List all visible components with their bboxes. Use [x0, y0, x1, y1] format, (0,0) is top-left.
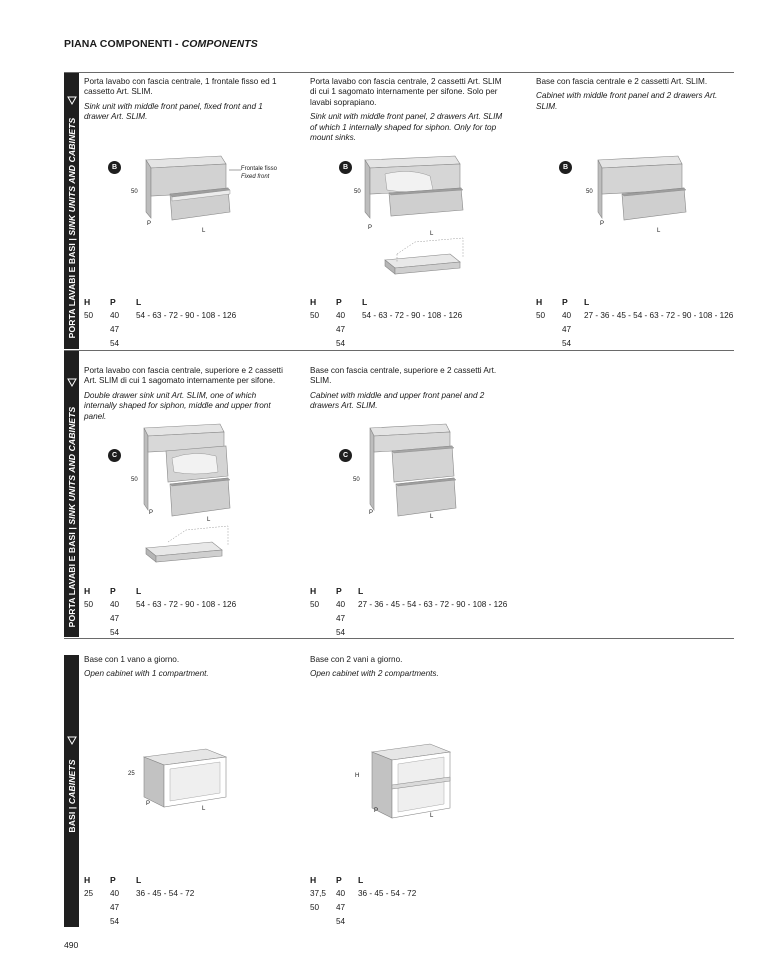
product-description: Base con 1 vano a giorno. Open cabinet w…	[84, 655, 284, 680]
description-en: Open cabinet with 2 compartments.	[310, 669, 439, 679]
description-it: Porta lavabo con fascia centrale, 1 fron…	[84, 77, 277, 97]
open-cabinet-drawing	[142, 748, 228, 808]
page-number: 490	[64, 940, 79, 950]
dim-label-p: P	[369, 510, 374, 516]
section-divider-top	[64, 72, 734, 73]
dim-label-h: 25	[128, 771, 135, 777]
dim-label-l: L	[430, 813, 434, 819]
triangle-right-outline-icon	[67, 736, 77, 746]
variant-badge: C	[108, 449, 121, 462]
section-divider	[64, 350, 734, 351]
dim-label-h: 50	[131, 477, 138, 483]
dim-label-h: 50	[353, 477, 360, 483]
sidebar-label: PORTA LAVABI E BASI | SINK UNITS AND CAB…	[66, 406, 77, 628]
section-sidebar-sink-units-1: PORTA LAVABI E BASI | SINK UNITS AND CAB…	[64, 73, 79, 349]
dim-label-h: 50	[586, 189, 593, 195]
dim-label-l: L	[657, 228, 661, 234]
description-it: Base con 2 vani a giorno.	[310, 655, 403, 664]
product-description: Base con 2 vani a giorno. Open cabinet w…	[310, 655, 510, 680]
section-sidebar-cabinets: BASI | CABINETS	[64, 655, 79, 927]
dim-label-h: 50	[131, 189, 138, 195]
section-divider	[64, 638, 734, 639]
description-it: Porta lavabo con fascia centrale, superi…	[84, 366, 283, 386]
description-it: Base con fascia centrale e 2 cassetti Ar…	[536, 77, 708, 86]
description-it: Porta lavabo con fascia centrale, 2 cass…	[310, 77, 502, 107]
sidebar-label: PORTA LAVABI E BASI | SINK UNITS AND CAB…	[66, 117, 77, 338]
sink-unit-drawing	[143, 423, 231, 563]
cabinet-drawing	[597, 155, 687, 221]
description-en: Open cabinet with 1 compartment.	[84, 669, 209, 679]
sidebar-label: BASI | CABINETS	[66, 759, 77, 834]
description-it: Base con fascia centrale, superiore e 2 …	[310, 366, 497, 386]
variant-badge: B	[339, 161, 352, 174]
dim-label-l: L	[202, 228, 206, 234]
dim-label-p: P	[600, 221, 605, 227]
variant-badge: B	[559, 161, 572, 174]
dim-label-l: L	[207, 517, 211, 523]
cabinet-drawing	[369, 423, 457, 517]
page-title-it: PIANA COMPONENTI	[64, 38, 172, 50]
description-en: Sink unit with middle front panel, 2 dra…	[310, 112, 503, 143]
section-sidebar-sink-units-2: PORTA LAVABI E BASI | SINK UNITS AND CAB…	[64, 351, 79, 637]
dim-label-p: P	[147, 221, 152, 227]
dim-label-p: P	[374, 808, 379, 814]
description-en: Cabinet with middle front panel and 2 dr…	[536, 91, 718, 111]
page-title-en: COMPONENTS	[181, 38, 258, 50]
description-it: Base con 1 vano a giorno.	[84, 655, 180, 664]
dim-label-p: P	[146, 801, 151, 807]
sink-unit-drawing	[364, 155, 464, 275]
dim-label-p: P	[149, 510, 154, 516]
page-title-separator: -	[171, 38, 182, 50]
page-title: PIANA COMPONENTI - COMPONENTS	[64, 38, 258, 50]
dim-label-l: L	[430, 231, 434, 237]
product-description: Base con fascia centrale e 2 cassetti Ar…	[536, 77, 736, 112]
open-cabinet-drawing	[370, 743, 452, 819]
product-description: Porta lavabo con fascia centrale, 1 fron…	[84, 77, 284, 123]
dim-label-h: 50	[354, 189, 361, 195]
variant-badge: C	[339, 449, 352, 462]
triangle-right-outline-icon	[67, 378, 77, 388]
dim-label-p: P	[368, 225, 373, 231]
triangle-right-outline-icon	[67, 96, 77, 106]
dim-label-l: L	[430, 514, 434, 520]
product-description: Porta lavabo con fascia centrale, superi…	[84, 366, 284, 422]
dim-label-l: L	[202, 806, 206, 812]
description-en: Double drawer sink unit Art. SLIM, one o…	[84, 390, 271, 421]
fixed-front-note: Frontale fisso Fixed front	[241, 166, 278, 180]
product-description: Porta lavabo con fascia centrale, 2 cass…	[310, 77, 510, 143]
dim-label-h: H	[355, 773, 360, 779]
description-en: Sink unit with middle front panel, fixed…	[84, 101, 263, 122]
variant-badge: B	[108, 161, 121, 174]
description-en: Cabinet with middle and upper front pane…	[310, 390, 485, 411]
product-description: Base con fascia centrale, superiore e 2 …	[310, 366, 510, 412]
sink-unit-drawing	[145, 155, 241, 221]
